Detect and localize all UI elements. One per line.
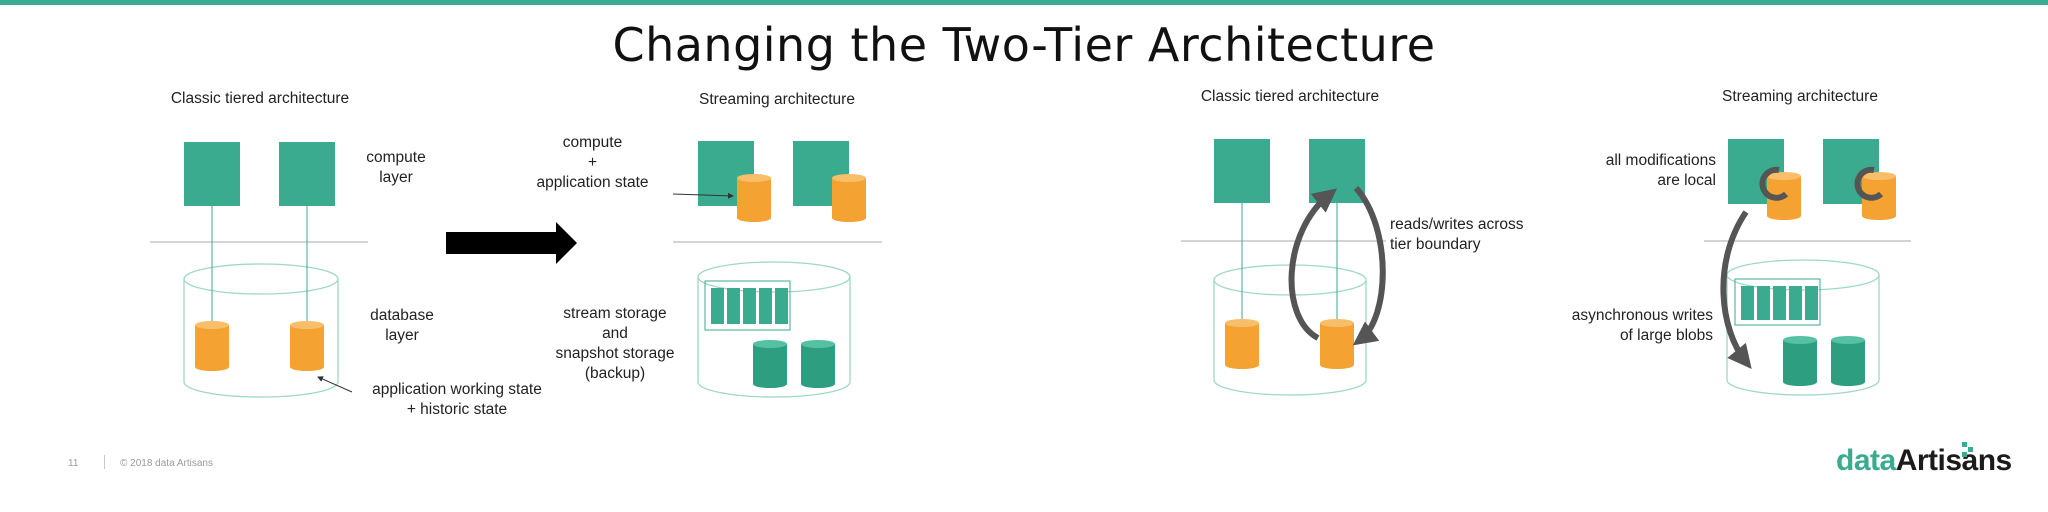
panel-3-heading: Classic tiered architecture — [1200, 88, 1380, 105]
database-cylinder — [183, 263, 339, 398]
label-line: + historic state — [406, 401, 508, 418]
logo-part-artisans: Artisans — [1895, 444, 2013, 477]
label-line: layer — [385, 327, 419, 344]
panel-4-heading: Streaming architecture — [1722, 88, 1878, 105]
local-update-icon — [1854, 166, 1884, 201]
data-artisans-logo: dataArtisans — [1836, 442, 2013, 478]
state-pointer — [672, 192, 734, 199]
snapshot-cylinder — [753, 340, 787, 388]
boundary-label: reads/writes across tier boundary — [1390, 215, 1550, 255]
label-line: + — [587, 154, 598, 171]
label-line: (backup) — [584, 365, 646, 382]
label-line: asynchronous writes — [1571, 307, 1713, 324]
panel-classic-3 — [1181, 139, 1386, 396]
label-line: layer — [379, 169, 413, 186]
database-layer-label: database layer — [352, 306, 452, 346]
logo-mark-icon — [1962, 442, 1973, 457]
label-line: database — [370, 307, 434, 324]
stream-log-frame — [704, 280, 791, 331]
compute-box — [279, 142, 335, 206]
label-line: tier boundary — [1390, 236, 1481, 253]
label-line: stream storage — [563, 305, 667, 322]
read-write-arrow — [1288, 188, 1338, 341]
logo-part-data: data — [1836, 444, 1896, 477]
panel-streaming-4 — [1704, 139, 1911, 396]
async-writes-label: asynchronous writes of large blobs — [1540, 306, 1713, 346]
local-update-icon — [1759, 166, 1789, 201]
label-line: snapshot storage — [555, 345, 675, 362]
stream-log-blocks — [711, 288, 788, 324]
label-line: compute — [366, 149, 426, 166]
panel-streaming-2 — [672, 141, 882, 398]
snapshot-cylinder — [1783, 336, 1817, 386]
label-line: are local — [1657, 172, 1716, 189]
slide-title: Changing the Two-Tier Architecture — [612, 18, 1436, 72]
compute-box — [1309, 139, 1365, 203]
compute-box — [184, 142, 240, 206]
snapshot-cylinder — [1831, 336, 1865, 386]
state-cylinder — [1320, 319, 1354, 369]
page-number: 11 — [68, 458, 79, 469]
async-write-arrow — [1720, 210, 1752, 369]
snapshot-cylinder — [801, 340, 835, 388]
compute-box — [1214, 139, 1270, 203]
storage-label: stream storage and snapshot storage (bac… — [540, 304, 690, 384]
panel-1-heading: Classic tiered architecture — [170, 90, 350, 107]
state-cylinder — [737, 174, 771, 222]
state-cylinder — [832, 174, 866, 222]
state-pointer — [317, 376, 353, 393]
storage-cylinder — [697, 261, 851, 398]
state-cylinder — [1225, 319, 1259, 369]
label-line: application state — [536, 174, 649, 191]
label-line: of large blobs — [1619, 327, 1713, 344]
label-line: reads/writes across — [1390, 216, 1524, 233]
label-line: and — [602, 325, 628, 342]
label-line: application working state — [372, 381, 542, 398]
state-cylinder — [290, 321, 324, 371]
copyright-text: © 2018 data Artisans — [120, 458, 213, 469]
compute-state-label: compute + application state — [510, 133, 675, 193]
stream-log-frame — [1734, 278, 1821, 326]
panel-classic-1 — [150, 142, 368, 398]
label-line: compute — [562, 134, 623, 151]
panel-2-heading: Streaming architecture — [699, 91, 855, 108]
read-write-arrow — [1352, 185, 1386, 346]
label-line: all modifications — [1605, 152, 1716, 169]
stream-log-blocks — [1741, 286, 1818, 320]
local-modifications-label: all modifications are local — [1560, 151, 1716, 191]
footer-divider — [104, 455, 105, 469]
compute-layer-label: compute layer — [346, 148, 446, 188]
top-accent-bar — [0, 0, 2048, 5]
transition-arrow — [446, 222, 577, 264]
state-label: application working state + historic sta… — [352, 380, 562, 420]
state-cylinder — [195, 321, 229, 371]
